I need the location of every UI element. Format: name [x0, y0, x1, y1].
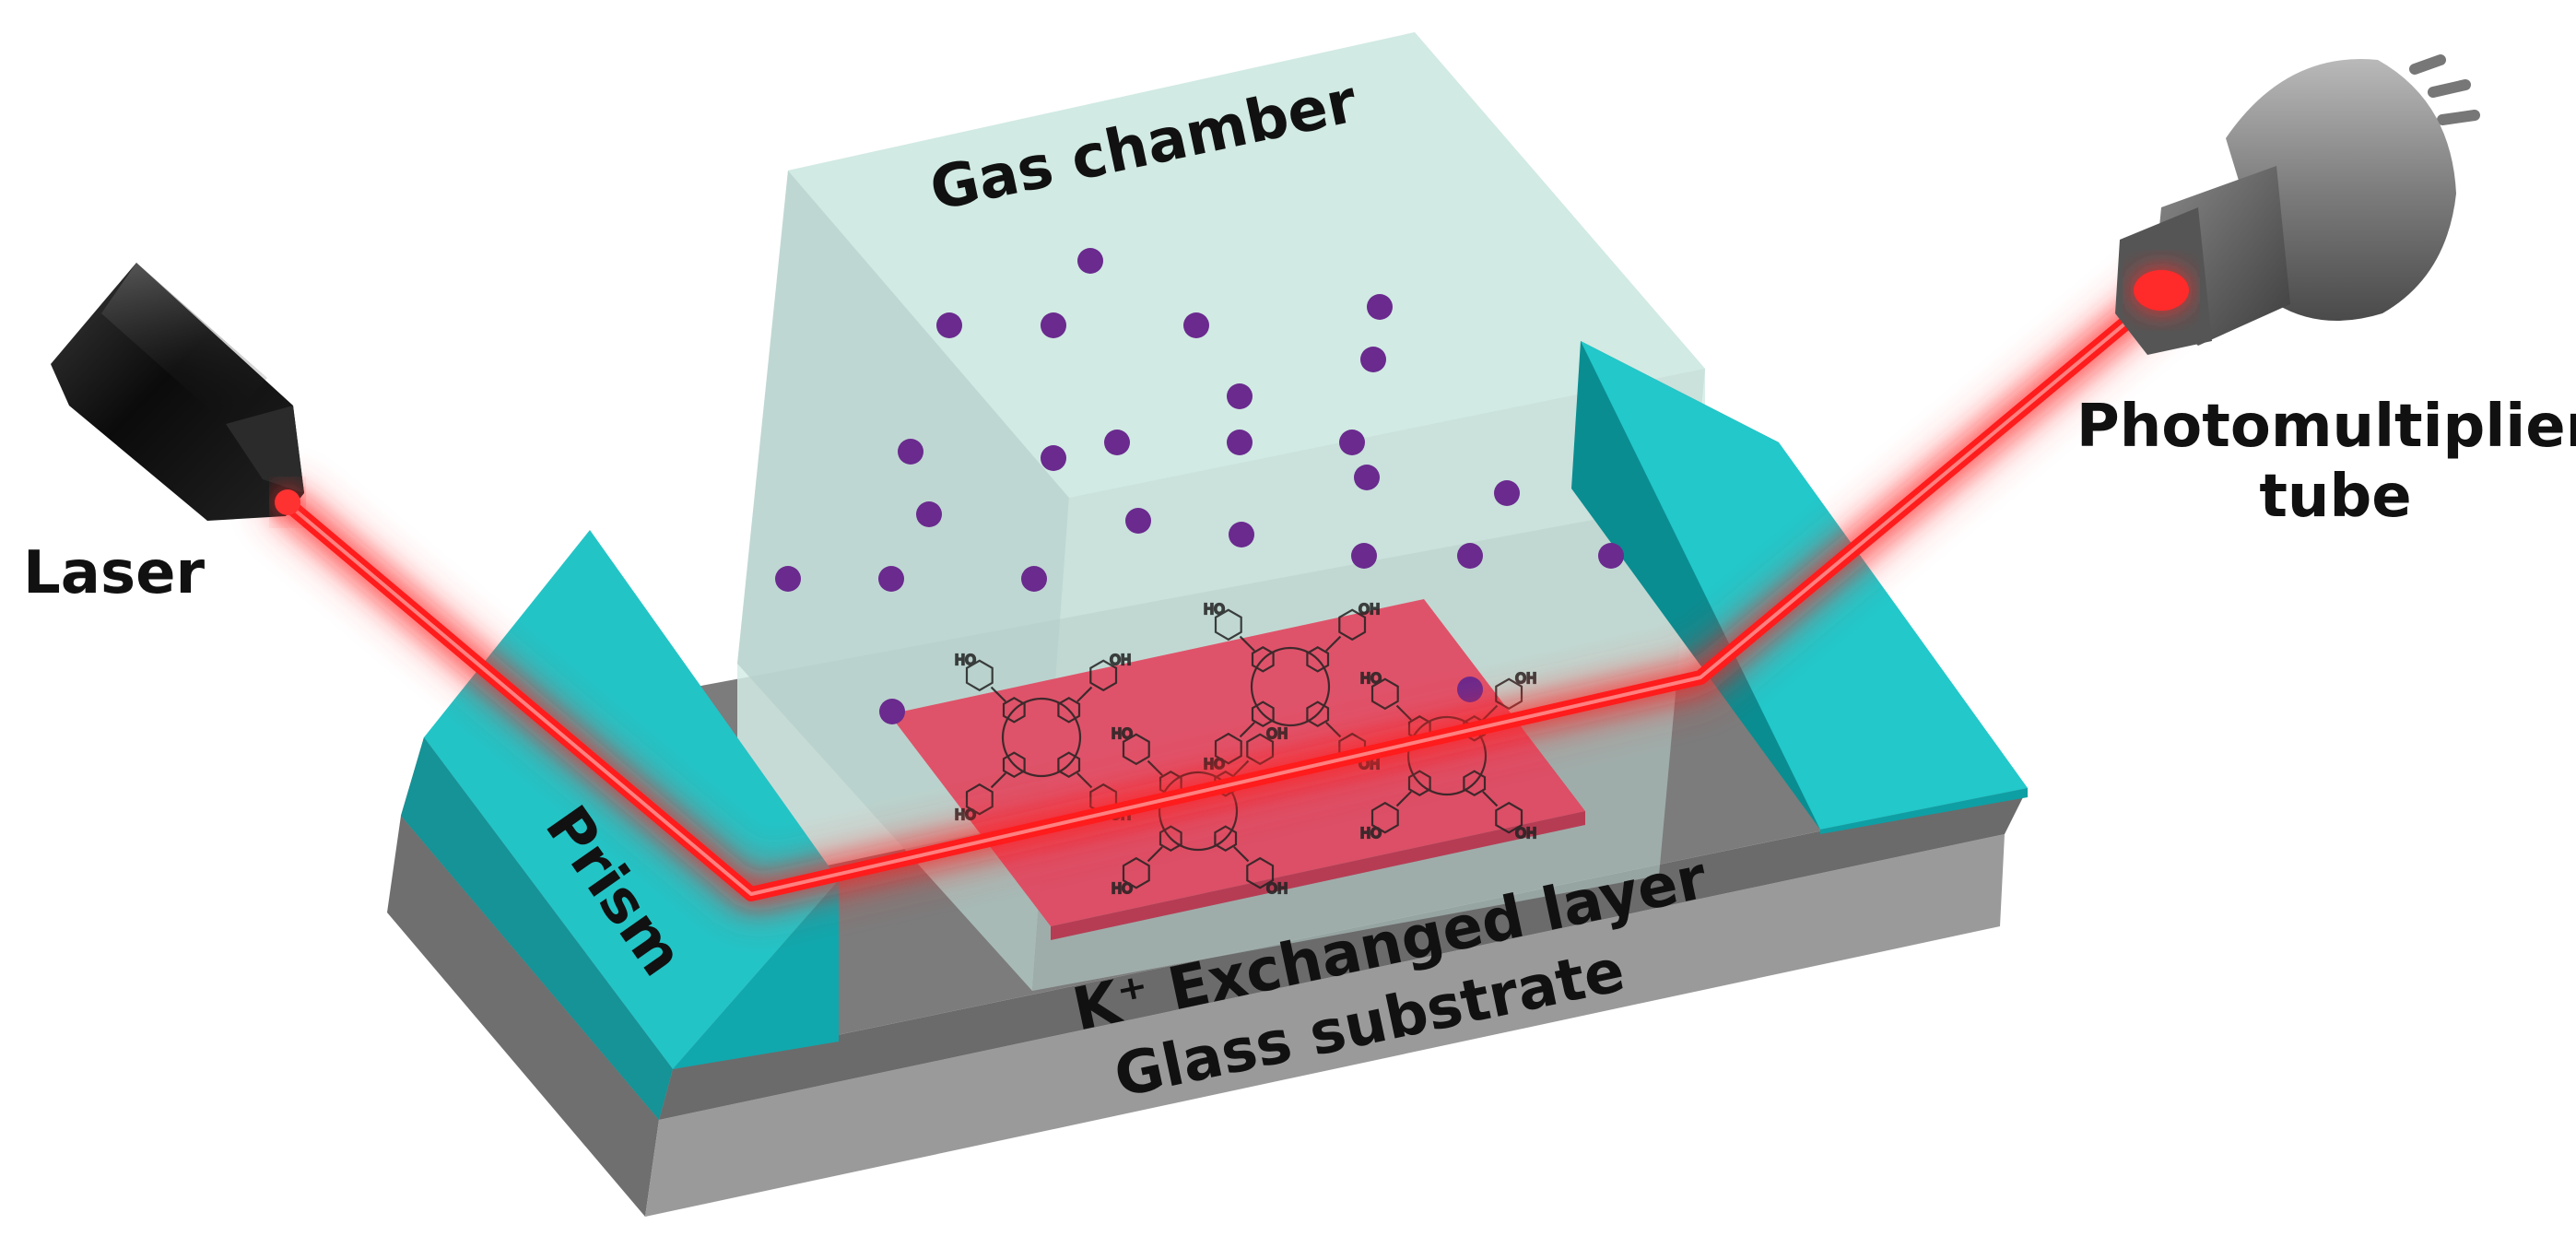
gas-molecule-icon	[775, 566, 801, 592]
input-prism-side-face	[401, 737, 673, 1120]
gas-molecule-icon	[936, 312, 962, 338]
hydroxyl-label: OH	[1515, 670, 1536, 687]
hydroxyl-label: HO	[1112, 725, 1133, 742]
photomultiplier-label-line1: Photomultiplier	[2076, 393, 2576, 461]
output-prism-front-face	[1820, 788, 2028, 834]
gas-molecule-icon	[1041, 445, 1066, 471]
gas-molecule-icon	[916, 501, 942, 527]
gas-molecule-icon	[1183, 312, 1209, 338]
laser-head-icon	[51, 263, 304, 521]
sensing-film	[889, 599, 1585, 940]
gas-molecule-icon	[1351, 543, 1377, 569]
hydroxyl-label: HO	[1360, 825, 1382, 842]
gas-molecule-icon	[1367, 294, 1393, 320]
laser-label: Laser	[23, 539, 205, 607]
gas-molecule-icon	[1104, 430, 1130, 455]
gas-molecule-icon	[1354, 465, 1380, 490]
gas-molecule-icon	[898, 439, 923, 465]
input-prism-front-face	[673, 880, 839, 1069]
photomultiplier-label-line2: tube	[2259, 463, 2411, 531]
gas-molecule-icon	[1457, 677, 1483, 702]
hydroxyl-label: OH	[1266, 725, 1288, 742]
hydroxyl-label: HO	[955, 806, 976, 823]
hydroxyl-label: OH	[1359, 601, 1380, 618]
hydroxyl-label: HO	[955, 652, 976, 668]
gas-molecule-icon	[1229, 522, 1254, 547]
glass-substrate-side-left	[387, 816, 659, 1217]
hydroxyl-label: HO	[1204, 601, 1225, 618]
hydroxyl-label: OH	[1515, 825, 1536, 842]
gas-molecule-icon	[1021, 566, 1047, 592]
gas-molecule-icon	[1457, 543, 1483, 569]
gas-molecule-icon	[1125, 508, 1151, 534]
gas-chamber-top-face	[788, 32, 1705, 498]
sensing-film-edge	[1051, 811, 1585, 940]
gas-molecule-icon	[1227, 430, 1253, 455]
gas-molecule-icon	[1494, 480, 1520, 506]
gas-molecules	[775, 248, 1624, 724]
gas-molecule-icon	[1041, 312, 1066, 338]
hydroxyl-label: HO	[1360, 670, 1382, 687]
laser-beam	[266, 266, 2190, 913]
gas-molecule-icon	[1077, 248, 1103, 274]
exchanged-layer-front	[659, 788, 2028, 1120]
gas-molecule-icon	[879, 699, 905, 724]
gas-molecule-icon	[878, 566, 904, 592]
glass-substrate-front	[645, 834, 2005, 1217]
laser-beam-highlight	[284, 284, 2172, 896]
hydroxyl-label: OH	[1110, 652, 1131, 668]
gas-molecule-icon	[1360, 347, 1386, 372]
gas-molecule-icon	[1598, 543, 1624, 569]
gas-molecule-icon	[1339, 430, 1365, 455]
hydroxyl-label: OH	[1266, 880, 1288, 897]
sensing-film-top	[889, 599, 1585, 926]
hydroxyl-label: HO	[1112, 880, 1133, 897]
porphyrin-unit: OH HO HO OH	[1359, 669, 1538, 842]
photomultiplier-tube-icon	[2115, 54, 2480, 355]
gas-molecule-icon	[1227, 383, 1253, 409]
